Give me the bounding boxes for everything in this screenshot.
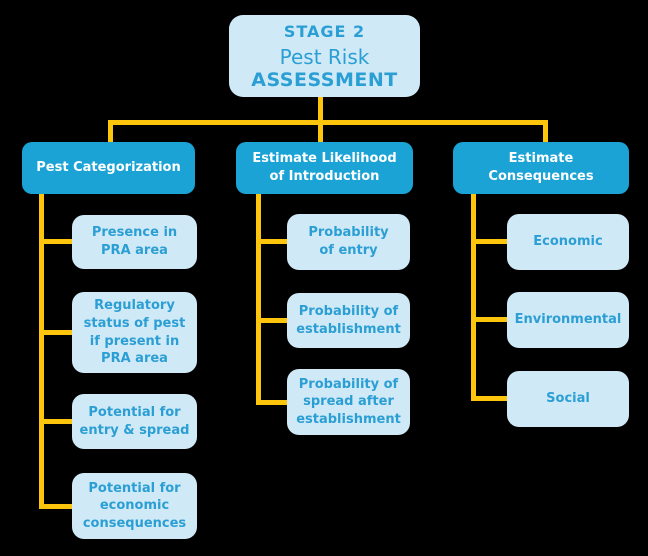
- connector-middle-stub-3: [256, 400, 287, 405]
- root-title-label: Pest Risk: [279, 44, 370, 69]
- root-node-stage2: STAGE 2 Pest Risk ASSESSMENT: [229, 15, 420, 97]
- root-stage-label: STAGE 2: [283, 21, 366, 41]
- leaf-label: Economic: [533, 234, 603, 250]
- leaf-label: Regulatory status of pest if present in …: [83, 298, 186, 367]
- leaf-probability-of-establishment: Probability of establishment: [287, 293, 410, 348]
- leaf-probability-of-spread-after-establishment: Probability of spread after establishmen…: [287, 369, 410, 435]
- connector-left-spine: [39, 194, 44, 509]
- connector-horizontal-trunk: [108, 120, 548, 125]
- connector-drop-right: [543, 120, 548, 142]
- branch-header-estimate-likelihood: Estimate Likelihood of Introduction: [236, 142, 413, 194]
- branch-header-estimate-consequences: Estimate Consequences: [453, 142, 629, 194]
- leaf-presence-in-pra-area: Presence in PRA area: [72, 215, 197, 269]
- connector-root-drop: [318, 97, 323, 142]
- leaf-label: Potential for entry & spread: [79, 404, 190, 438]
- connector-middle-spine: [256, 194, 261, 405]
- branch-header-label: Pest Categorization: [36, 159, 181, 175]
- leaf-label: Probability of spread after establishmen…: [296, 376, 401, 427]
- connector-left-stub-3: [39, 419, 72, 424]
- root-subtitle-label: ASSESSMENT: [251, 68, 398, 91]
- leaf-label: Presence in PRA area: [91, 225, 178, 258]
- connector-middle-stub-2: [256, 318, 287, 323]
- branch-header-label: Estimate Likelihood of Introduction: [252, 150, 397, 184]
- branch-header-pest-categorization: Pest Categorization: [22, 142, 195, 194]
- leaf-social: Social: [507, 371, 629, 427]
- connector-drop-left: [108, 120, 113, 142]
- connector-right-spine: [471, 194, 476, 401]
- leaf-label: Potential for economic consequences: [82, 480, 187, 531]
- leaf-potential-for-economic-consequences: Potential for economic consequences: [72, 473, 197, 539]
- leaf-probability-of-entry: Probability of entry: [287, 214, 410, 270]
- branch-header-label: Estimate Consequences: [488, 150, 594, 184]
- connector-right-stub-2: [471, 317, 507, 322]
- leaf-label: Environmental: [514, 312, 622, 328]
- connector-left-stub-2: [39, 330, 72, 335]
- leaf-potential-for-entry-and-spread: Potential for entry & spread: [72, 394, 197, 449]
- leaf-economic: Economic: [507, 214, 629, 270]
- leaf-regulatory-status-of-pest: Regulatory status of pest if present in …: [72, 292, 197, 373]
- connector-left-stub-4: [39, 504, 72, 509]
- leaf-label: Probability of entry: [308, 225, 389, 258]
- connector-middle-stub-1: [256, 239, 287, 244]
- leaf-label: Probability of establishment: [296, 303, 401, 337]
- leaf-label: Social: [546, 391, 590, 407]
- leaf-environmental: Environmental: [507, 292, 629, 348]
- connector-right-stub-1: [471, 239, 507, 244]
- connector-left-stub-1: [39, 239, 72, 244]
- connector-right-stub-3: [471, 396, 507, 401]
